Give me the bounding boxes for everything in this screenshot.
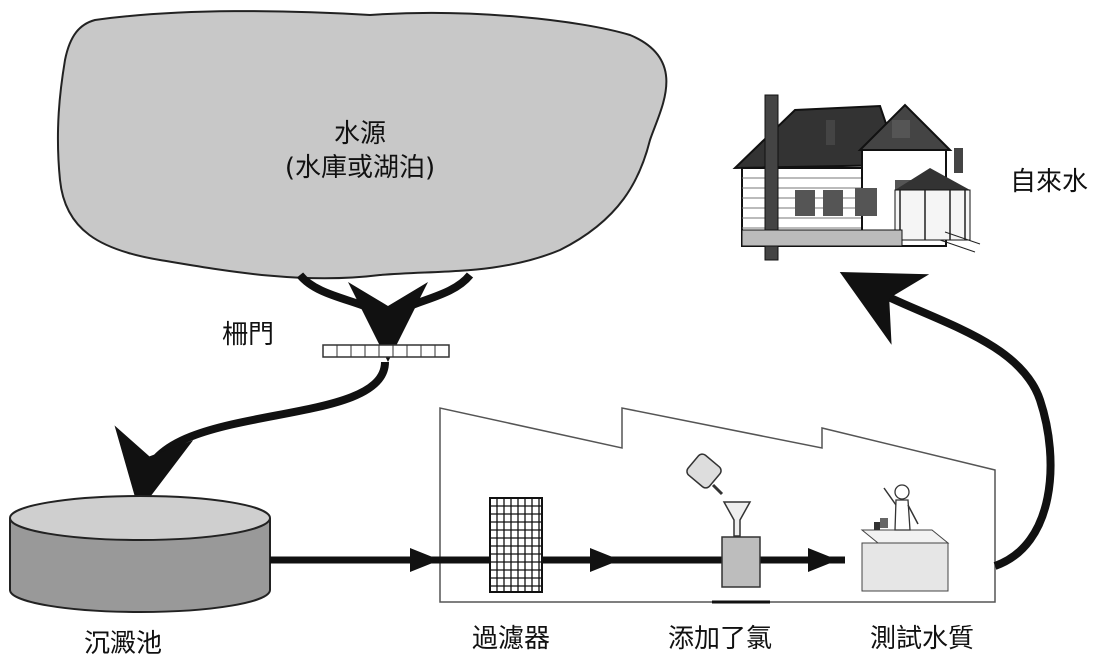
- scientist-icon: [860, 484, 950, 592]
- funnel-icon: [712, 501, 770, 604]
- house-icon: [732, 94, 981, 261]
- filter-label: 過濾器: [472, 624, 551, 654]
- cloud-shape: [56, 10, 668, 280]
- arrow-to-tank: [114, 361, 389, 512]
- source-label-line1: 水源: [333, 119, 386, 149]
- chlorine-label: 添加了氯: [668, 624, 773, 654]
- filter-grid-icon: [489, 497, 543, 593]
- gate-label: 柵門: [222, 320, 275, 350]
- cloud-flow-right: [384, 272, 474, 323]
- tap-water-label: 自來水: [1010, 167, 1089, 197]
- arrow-head-1: [410, 548, 440, 572]
- factory-building: [439, 407, 996, 603]
- arrow-to-house: [839, 271, 1055, 570]
- gate-grid-icon: [322, 344, 450, 358]
- cloud-flow-left: [296, 272, 391, 323]
- testing-label: 測試水質: [870, 624, 975, 654]
- tank-icon: [9, 495, 271, 613]
- sedimentation-label: 沉澱池: [84, 629, 163, 659]
- source-label: 水源: [300, 118, 420, 151]
- source-label-line2: (水庫或湖泊): [284, 153, 436, 183]
- chlorine-bottle-icon: [686, 453, 724, 496]
- arrow-head-2: [590, 548, 620, 572]
- arrow-head-3: [808, 548, 838, 572]
- source-label-sub: (水庫或湖泊): [255, 152, 465, 185]
